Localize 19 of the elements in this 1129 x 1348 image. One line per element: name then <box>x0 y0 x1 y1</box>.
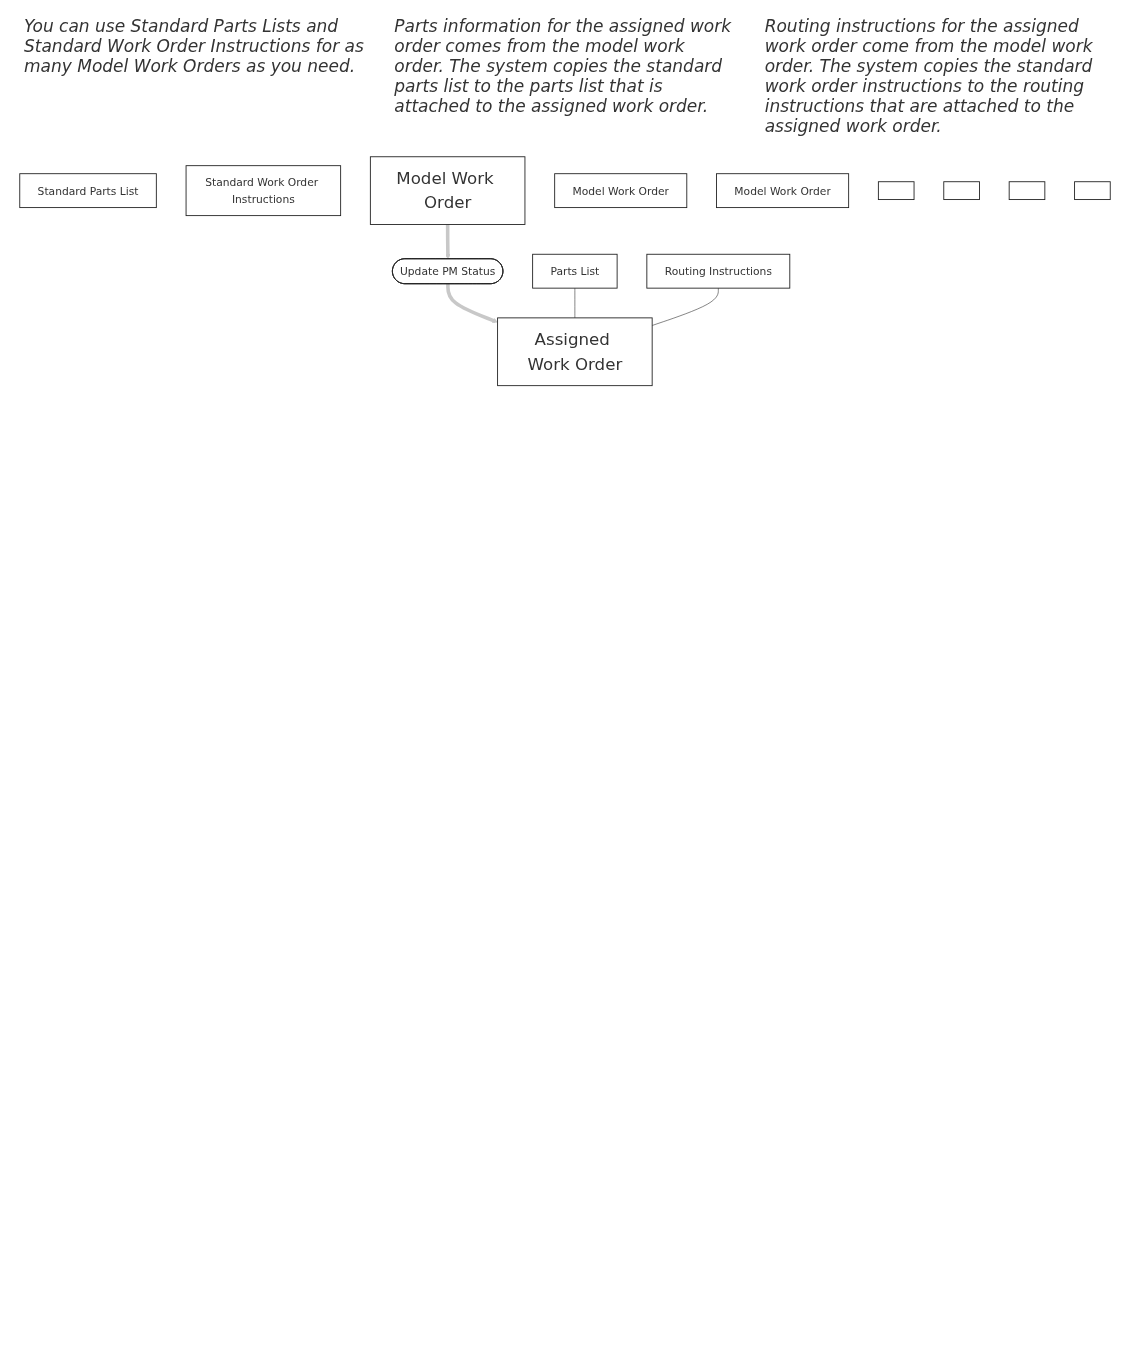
node-box: Model Work Order <box>553 173 687 209</box>
arrow <box>445 283 498 323</box>
note-text: Parts information for the assigned work order comes from the model work order. The system copies the standard parts list to the parts list that is attached to the assigned work order. <box>394 16 733 118</box>
node-box: Assigned Work Order <box>496 317 653 387</box>
node-box: Standard Work Order Instructions <box>185 165 341 217</box>
node-box <box>877 181 914 200</box>
note-text: You can use Standard Parts Lists and Standard Work Order Instructions for as many Model Work Orders as you need. <box>24 16 365 78</box>
node-box <box>1073 181 1111 200</box>
arrow <box>444 224 450 260</box>
node-box: Model Work Order <box>715 173 849 209</box>
note-text: Routing instructions for the assigned work order come from the model work order. The system copies the standard work order instructions to the routing instructions that are attached to the assigned work order. <box>764 16 1094 136</box>
node-box: Routing Instructions <box>645 253 790 289</box>
node-box: Standard Parts List <box>18 173 157 209</box>
connector <box>651 287 719 326</box>
node-box: Parts List <box>531 253 618 289</box>
node-box: Model Work Order <box>369 156 525 225</box>
node-box <box>1008 181 1045 200</box>
connector <box>574 287 575 319</box>
node-box <box>942 181 980 200</box>
